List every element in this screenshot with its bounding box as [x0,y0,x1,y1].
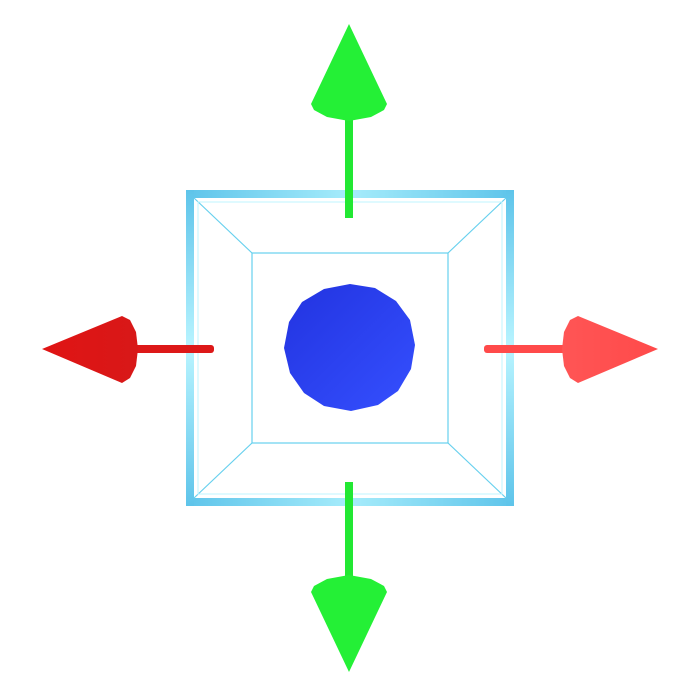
y-axis-down-arrow[interactable] [311,482,387,672]
x-right-shaft [484,345,578,353]
y-down-arrowhead [311,575,387,672]
y-axis-up-arrow[interactable] [311,24,387,218]
x-axis-right-arrow[interactable] [484,316,658,383]
x-right-arrowhead [562,316,658,383]
frame-diagonal-br [447,442,507,499]
frame-diagonal-tr [447,197,507,254]
y-up-shaft [345,118,353,218]
x-left-shaft [120,345,214,353]
frame-diagonal-bl [193,442,253,499]
y-up-arrowhead [311,24,387,121]
frame-inner-square [251,252,449,444]
x-axis-left-arrow[interactable] [42,316,214,383]
x-left-arrowhead [42,316,138,383]
center-sphere[interactable] [284,284,415,411]
y-down-shaft [345,482,353,582]
frame-diagonal-tl [193,197,253,254]
